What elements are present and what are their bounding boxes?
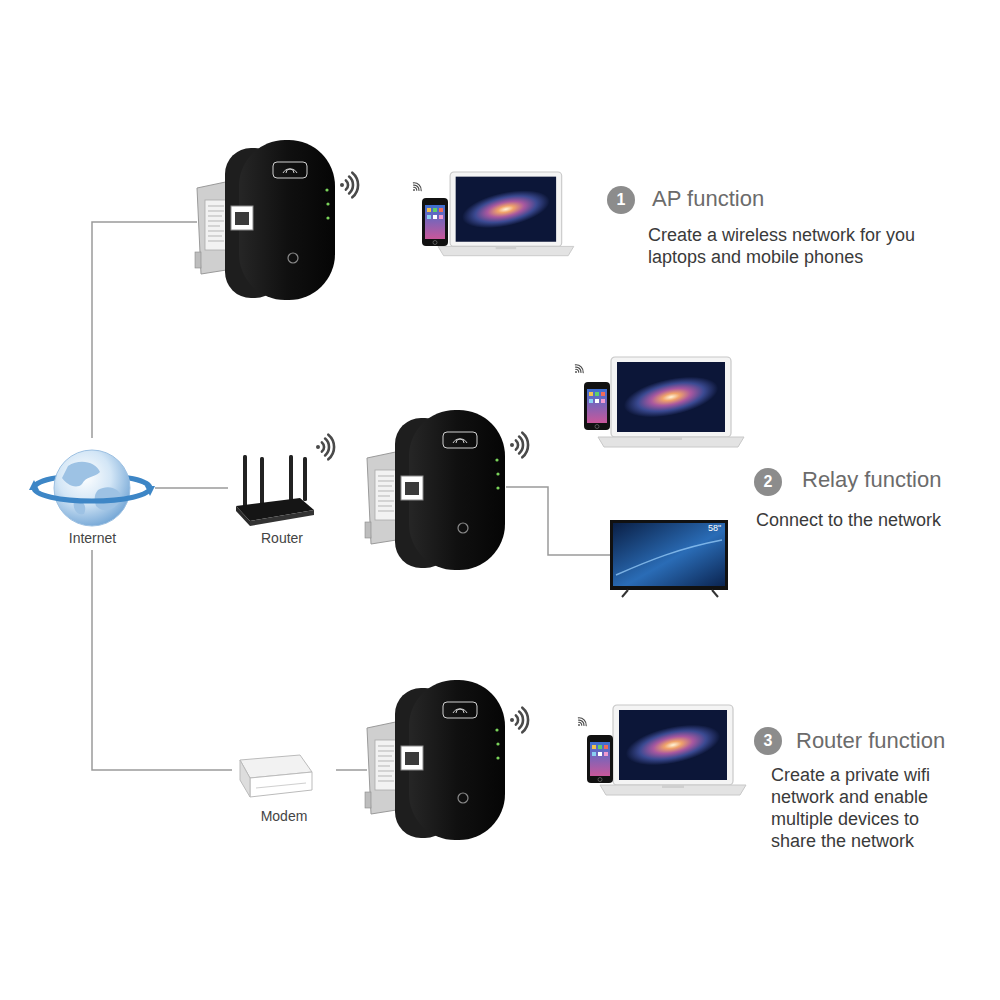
wifi-signal bbox=[510, 708, 528, 733]
router-antenna bbox=[243, 455, 247, 507]
smartphone bbox=[587, 735, 613, 783]
router-side bbox=[236, 506, 250, 526]
orbit-ring-front bbox=[34, 488, 150, 501]
function-description: Connect to the network bbox=[756, 510, 941, 532]
router-front bbox=[250, 510, 314, 526]
function-heading: Router function bbox=[796, 728, 945, 754]
orbit-arrow bbox=[145, 486, 155, 496]
screen-size-mark: 58" bbox=[708, 523, 721, 534]
router-antenna bbox=[289, 455, 293, 501]
globe-sphere bbox=[54, 450, 130, 526]
callout-circle: 3 bbox=[754, 727, 782, 755]
laptop bbox=[600, 705, 746, 795]
function-description: Create a wireless network for you laptop… bbox=[648, 224, 948, 268]
function-heading: AP function bbox=[652, 186, 764, 212]
callout-number: 1 bbox=[617, 191, 626, 209]
wifi-repeater bbox=[365, 410, 505, 570]
internet-globe bbox=[29, 450, 155, 526]
callout-number: 2 bbox=[764, 473, 773, 491]
smartphone bbox=[584, 382, 610, 430]
laptop bbox=[598, 357, 744, 447]
orbit-arrow bbox=[29, 480, 39, 490]
wifi-repeater bbox=[195, 140, 335, 300]
device-node: Router bbox=[228, 448, 336, 550]
continent bbox=[62, 462, 100, 487]
router-antenna bbox=[303, 457, 307, 501]
device-label: Router bbox=[261, 530, 303, 546]
device-label: Modem bbox=[261, 808, 308, 824]
modem-side bbox=[240, 760, 250, 797]
wifi-repeater bbox=[365, 680, 505, 840]
callout-circle: 1 bbox=[607, 186, 635, 214]
modem-icon bbox=[240, 755, 312, 797]
wifi-signal bbox=[340, 173, 358, 198]
wifi-mark bbox=[574, 716, 588, 730]
router-icon bbox=[236, 455, 314, 526]
device-label: Internet bbox=[69, 530, 116, 546]
cable-line bbox=[92, 222, 197, 438]
function-heading: Relay function bbox=[802, 467, 941, 493]
tv-screen bbox=[613, 523, 725, 586]
laptop bbox=[438, 172, 574, 256]
tv-feet bbox=[622, 590, 718, 597]
wifi-mark bbox=[571, 363, 585, 377]
smartphone bbox=[422, 198, 448, 246]
modem-stripe bbox=[256, 783, 306, 788]
tv-frame bbox=[610, 520, 728, 590]
wifi-signal bbox=[510, 433, 528, 458]
cable-line bbox=[506, 487, 610, 555]
television bbox=[610, 520, 728, 597]
device-node: Internet bbox=[30, 438, 155, 550]
function-description: Create a private wifi network and enable… bbox=[771, 764, 966, 852]
device-node: Modem bbox=[232, 752, 336, 828]
router-antenna bbox=[260, 457, 264, 505]
tv-light-streak bbox=[616, 540, 722, 575]
callout-number: 3 bbox=[764, 732, 773, 750]
wifi-mark bbox=[409, 181, 423, 195]
cable-line bbox=[155, 487, 228, 489]
modem-front bbox=[250, 772, 312, 797]
cable-line bbox=[336, 769, 367, 771]
callout-circle: 2 bbox=[754, 468, 782, 496]
wifi-signal bbox=[316, 435, 334, 460]
cable-line bbox=[92, 550, 232, 770]
